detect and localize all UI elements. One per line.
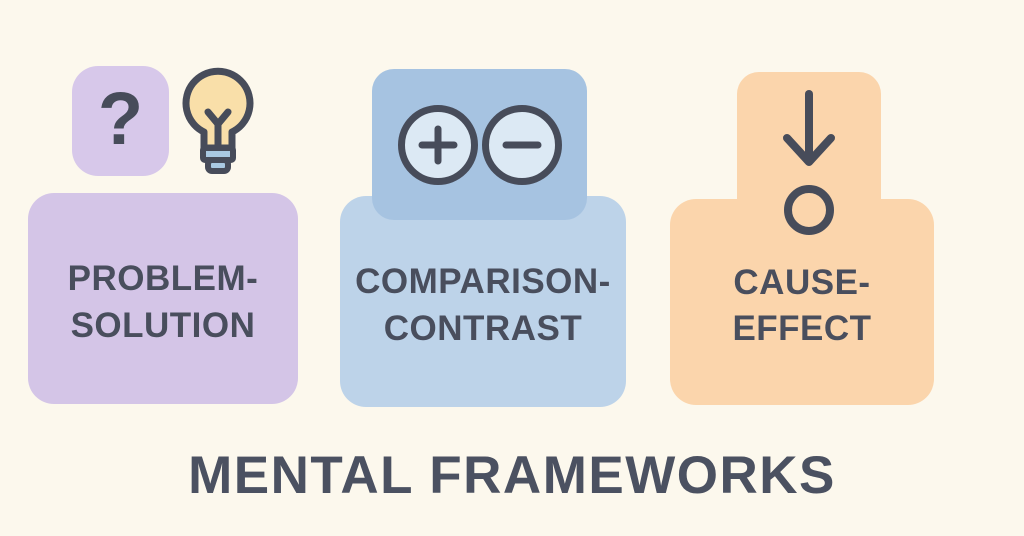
- comparison-contrast-icon-header: [372, 69, 587, 220]
- arrow-down-icon: [783, 90, 835, 166]
- card-label-line2: EFFECT: [732, 309, 872, 348]
- plus-minus-icons: [397, 104, 562, 185]
- card-label-line1: CAUSE-: [733, 262, 871, 302]
- minus-circle-icon: [481, 104, 562, 185]
- card-problem-solution: PROBLEM- SOLUTION: [28, 193, 298, 404]
- plus-circle-icon: [397, 104, 478, 185]
- card-comparison-contrast-label: COMPARISON- CONTRAST: [355, 251, 611, 351]
- card-label-line2: CONTRAST: [383, 308, 583, 348]
- effect-circle-icon: [784, 185, 834, 235]
- card-label-line1: PROBLEM-: [67, 259, 259, 299]
- question-mark-icon: ?: [97, 77, 144, 160]
- card-problem-solution-label: PROBLEM- SOLUTION: [68, 248, 259, 348]
- lightbulb-icon: [182, 67, 254, 174]
- card-label-line1: COMPARISON-: [355, 262, 611, 302]
- card-label-line2: SOLUTION: [70, 305, 256, 345]
- card-cause-effect-label: CAUSE- EFFECT: [732, 252, 871, 352]
- question-badge: ?: [72, 66, 169, 176]
- card-comparison-contrast: COMPARISON- CONTRAST: [340, 196, 626, 407]
- cause-effect-icon: [783, 90, 835, 235]
- page-title: MENTAL FRAMEWORKS: [188, 446, 836, 505]
